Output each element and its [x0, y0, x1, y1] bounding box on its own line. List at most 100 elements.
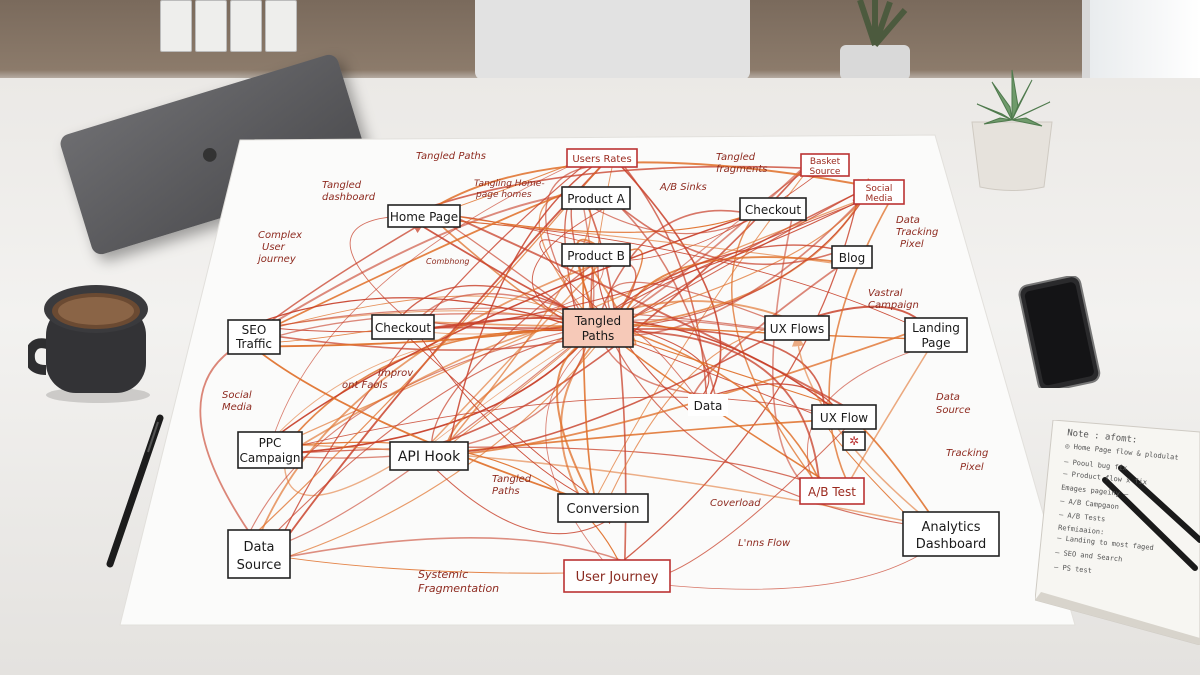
tangled-arrow [597, 189, 871, 334]
annotation-social-left-2: Media [222, 402, 252, 413]
label-ux-flow-icon: ✲ [849, 434, 859, 448]
label-landing-line2: Page [921, 336, 950, 350]
binder [160, 0, 192, 52]
tangled-arrow [275, 441, 623, 568]
tangled-arrow [273, 327, 594, 459]
tangled-arrow [268, 155, 612, 563]
annotation-tangling-2: page homes [475, 190, 532, 200]
tangled-arrow [443, 329, 918, 457]
annotation-ab-sinks: A/B Sinks [659, 182, 707, 193]
annotation-viral-1: Vastral [868, 288, 903, 299]
box-ppc-campaign [237, 431, 303, 469]
pen-on-notebook-icon [1118, 465, 1200, 543]
annotation-data-source-right-2: Source [936, 405, 971, 416]
tangled-arrow [415, 330, 599, 505]
label-seo-line1: SEO [242, 323, 267, 337]
tangled-arrow [693, 383, 843, 417]
label-basket-line1: Basket [810, 157, 841, 167]
annotation-data-tracking-2: Tracking [896, 227, 938, 238]
tangled-arrow [615, 184, 871, 328]
annotation-social-left-1: Social [222, 390, 252, 401]
box-blog [831, 245, 873, 269]
annotation-improv-2: ont Faols [342, 380, 388, 391]
label-api-hook: API Hook [398, 449, 461, 465]
box-tangled-paths [562, 308, 634, 348]
box-product-a [561, 186, 631, 210]
coffee-mug-icon [28, 285, 150, 403]
annotation-tangling-1: Tangling Home- [474, 179, 545, 189]
tangled-arrow [432, 218, 833, 264]
label-social-line2: Media [865, 194, 892, 204]
tangled-arrow [444, 157, 605, 464]
binder [195, 0, 227, 52]
annotation-complex-3: journey [256, 254, 297, 265]
label-blog: Blog [839, 251, 866, 265]
box-basket-source [800, 153, 850, 177]
box-data-source [227, 529, 291, 579]
label-conversion: Conversion [567, 502, 640, 517]
annotation-tangled-fragments-1: Tangled [716, 152, 756, 163]
box-labels: Home Page Product A Product B Checkout B… [235, 154, 986, 585]
annotation-complex-1: Complex [258, 230, 302, 241]
tangled-arrow [236, 332, 619, 515]
label-data-source-line1: Data [243, 540, 274, 555]
label-users-rates: Users Rates [572, 154, 631, 165]
label-ux-flows: UX Flows [770, 322, 824, 336]
annotation-tracking-1: Tracking [946, 448, 988, 459]
tangled-arrow [412, 165, 845, 214]
annotation-systemic-2: Fragmentation [418, 582, 499, 595]
box-conversion [557, 493, 649, 523]
tangled-arrow [430, 464, 615, 535]
label-checkout-top: Checkout [745, 203, 801, 217]
box-analytics-dashboard [902, 511, 1000, 557]
label-data: Data [694, 399, 723, 413]
annotation-combing: Combhong [426, 257, 469, 266]
pen-on-notebook-icon [1102, 477, 1198, 571]
box-ux-flow-icon [842, 431, 866, 451]
tangled-arrow [254, 442, 950, 534]
annotation-tangled-dashboard-1: Tangled [322, 180, 362, 191]
binder [265, 0, 297, 52]
tangled-arrow [288, 396, 832, 449]
box-ux-flow [811, 404, 877, 430]
tangled-arrow [590, 252, 715, 396]
tangled-arrow [263, 327, 601, 546]
box-api-hook [389, 441, 469, 471]
box-product-b [561, 243, 631, 267]
label-seo-line2: Traffic [235, 337, 272, 351]
annotation-tangled-mid-1: Tangled [492, 474, 532, 485]
tangled-arrow [248, 307, 794, 335]
tangled-arrow [269, 163, 586, 563]
binder [230, 0, 262, 52]
annotations: Tangled Paths Tangled dashboard Tangling… [222, 151, 988, 595]
tangled-arrow [828, 188, 898, 491]
diagram-boxes [227, 148, 1000, 593]
tangled-arrow [605, 281, 796, 330]
annotation-tangled-dashboard-2: dashboard [322, 192, 376, 203]
box-ab-test [799, 477, 865, 505]
tangled-arrow [255, 261, 601, 545]
annotation-tangled-mid-2: Paths [492, 486, 520, 497]
tangled-arrow [238, 327, 585, 556]
notebook-icon: Note : afomt: ◎ Home Page flow & plodula… [1035, 420, 1200, 645]
annotation-systemic-1: Systemic [418, 568, 468, 581]
annotation-data-tracking-3: Pixel [900, 239, 924, 250]
shelf-binders [140, 0, 310, 55]
box-ux-flows [764, 315, 830, 341]
box-checkout-left [371, 314, 435, 340]
label-checkout-left: Checkout [375, 321, 431, 335]
label-product-a: Product A [567, 192, 625, 206]
label-tangled-line1: Tangled [574, 314, 621, 328]
tangled-arrow [602, 320, 932, 529]
label-analytics-line2: Dashboard [916, 537, 987, 552]
label-user-journey: User Journey [576, 570, 659, 585]
annotation-data-source-right-1: Data [936, 392, 960, 403]
tangled-arrow [531, 203, 613, 329]
annotation-coverload: Coverload [710, 498, 761, 509]
annotation-tracking-2: Pixel [960, 462, 984, 473]
tangled-arrow [731, 199, 823, 492]
box-user-journey [563, 559, 671, 593]
annotation-complex-2: User [262, 242, 286, 253]
